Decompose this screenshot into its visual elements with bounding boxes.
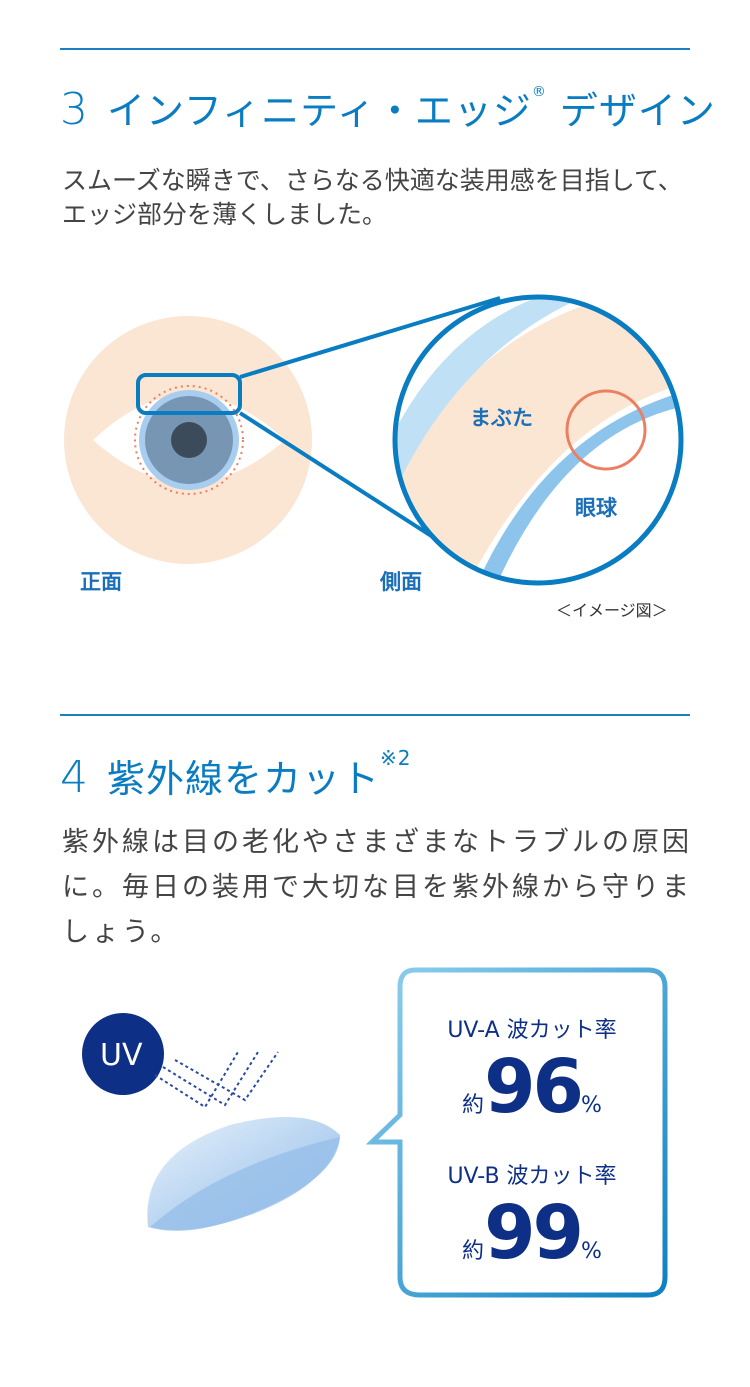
label-front: 正面 bbox=[80, 570, 122, 594]
section4-body: 紫外線は目の老化やさまざまなトラブルの原因に。毎日の装用で大切な目を紫外線から守… bbox=[62, 827, 692, 948]
divider bbox=[60, 714, 690, 716]
label-eyeball: 眼球 bbox=[575, 496, 617, 520]
uv-illustration bbox=[82, 967, 668, 1298]
divider bbox=[60, 48, 690, 50]
uva-stat: UV-A 波カット率 約96% bbox=[447, 1018, 617, 1130]
uv-badge bbox=[82, 1013, 164, 1095]
uvb-stat: UV-B 波カット率 約99% bbox=[447, 1164, 617, 1276]
section3-body: スムーズな瞬きで、さらなる快適な装用感を目指して、エッジ部分を薄くしました。 bbox=[62, 166, 683, 229]
image-note: ＜イメージ図＞ bbox=[556, 601, 668, 620]
label-eyelid: まぶた bbox=[470, 406, 533, 430]
uv-badge-label: UV bbox=[100, 1038, 143, 1073]
eye-illustration bbox=[64, 294, 684, 586]
label-side: 側面 bbox=[380, 570, 422, 594]
